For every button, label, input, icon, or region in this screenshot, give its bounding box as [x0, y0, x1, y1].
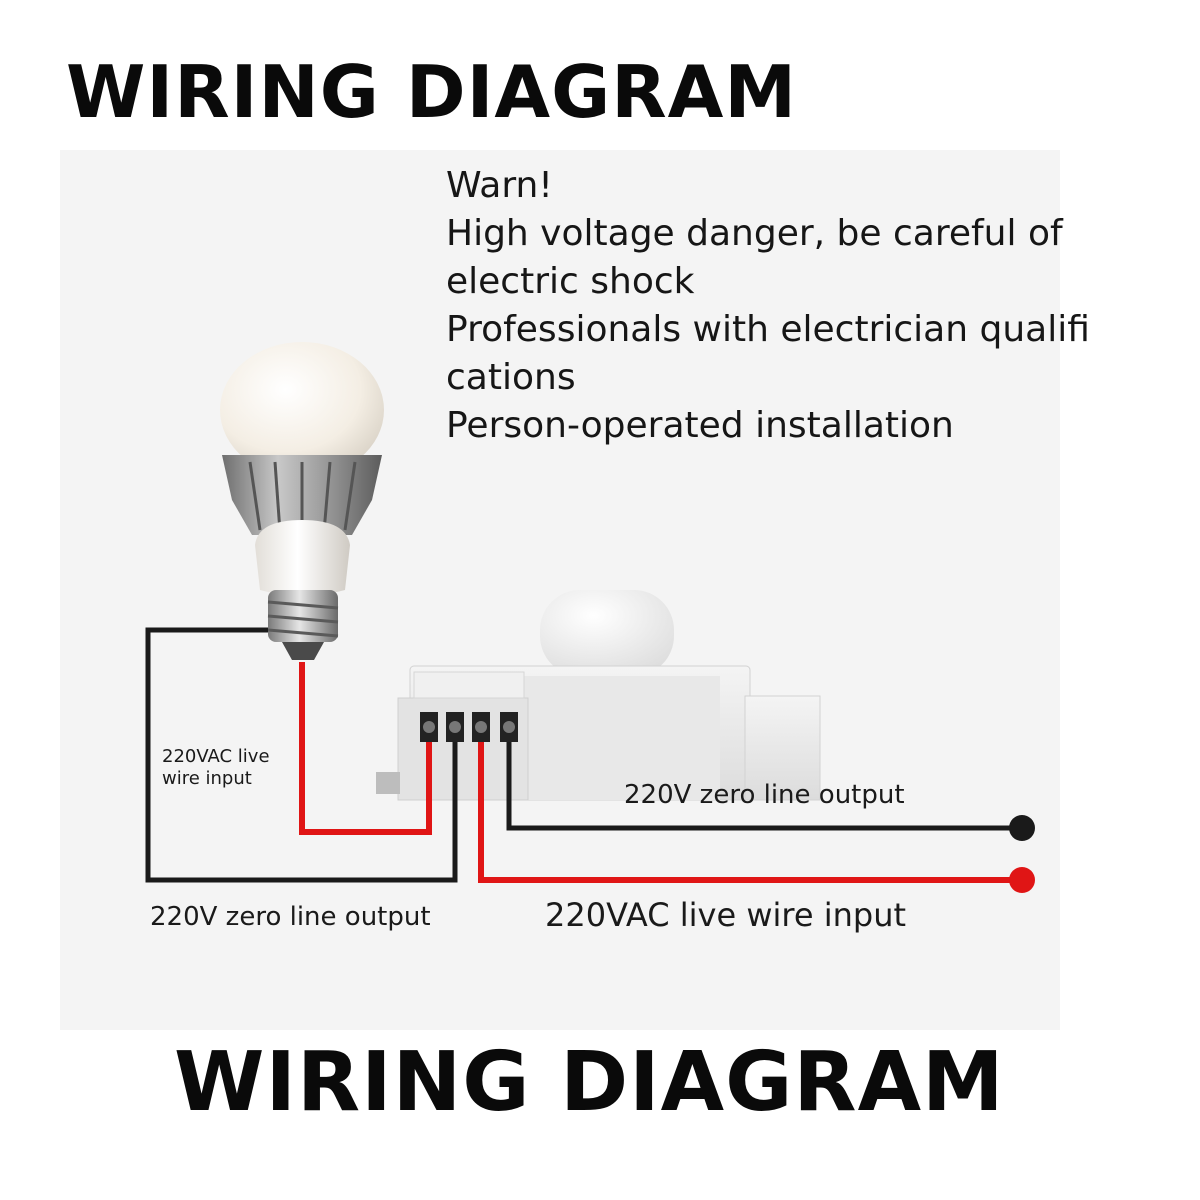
zero-wire-lamp [145, 627, 458, 883]
live-terminal-icon [1009, 867, 1035, 893]
zero-line-label-right: 220V zero line output [624, 780, 905, 810]
warning-line: electric shock [446, 261, 695, 302]
live-wire-label-left: 220VAC live wire input [162, 746, 270, 790]
motion-sensor-icon [376, 590, 821, 801]
page-title-top: WIRING DIAGRAM [66, 50, 798, 134]
terminal-screw-icon [500, 712, 518, 742]
light-bulb-icon [220, 342, 384, 660]
warning-line: Person-operated installation [446, 405, 954, 446]
live-wire-lamp [299, 662, 432, 835]
zero-line-label-bottom: 220V zero line output [150, 902, 431, 932]
terminal-screw-icon [446, 712, 464, 742]
live-wire-label-bottom: 220VAC live wire input [545, 896, 907, 934]
warning-line: High voltage danger, be careful of [446, 213, 1063, 254]
label-line: 220VAC live [162, 746, 270, 767]
warning-line: cations [446, 357, 576, 398]
page-title-bottom: WIRING DIAGRAM [174, 1035, 1005, 1130]
zero-wire-output [506, 742, 1022, 831]
warning-line: Warn! [446, 165, 553, 206]
terminal-screw-icon [472, 712, 490, 742]
warning-block: Warn! High voltage danger, be careful of… [446, 162, 1186, 450]
terminal-screw-icon [420, 712, 438, 742]
diagram-background-panel [60, 150, 1060, 1030]
wires [145, 627, 1022, 883]
label-line: wire input [162, 768, 252, 789]
zero-terminal-icon [1009, 815, 1035, 841]
live-wire-input [478, 742, 1022, 883]
warning-line: Professionals with electrician qualifi [446, 309, 1090, 350]
